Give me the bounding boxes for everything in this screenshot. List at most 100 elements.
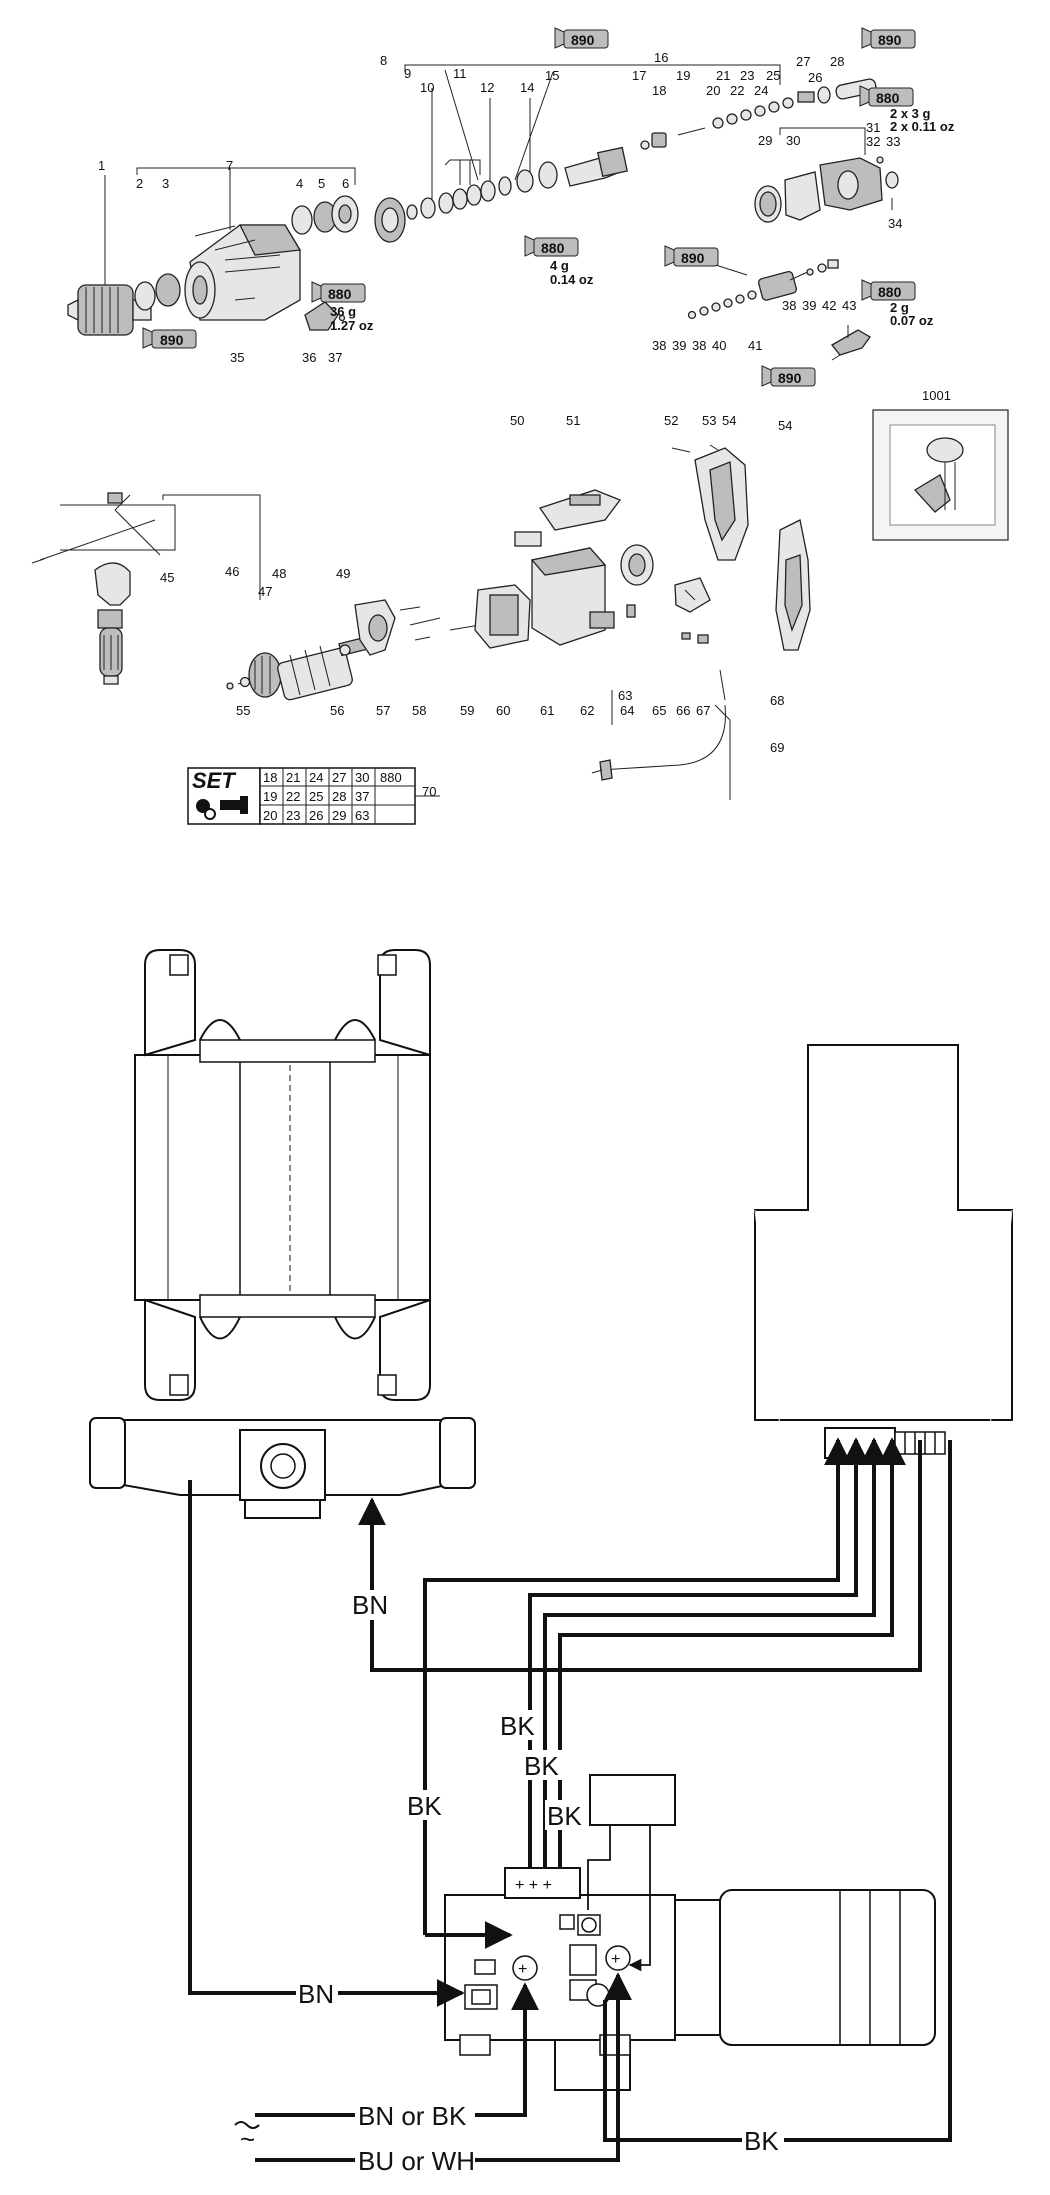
set-cell: 24 bbox=[309, 770, 323, 785]
part-label: 35 bbox=[230, 350, 244, 365]
set-cell: 28 bbox=[332, 789, 346, 804]
part-label: 38 bbox=[652, 338, 666, 353]
svg-text:890: 890 bbox=[878, 32, 902, 48]
part-label: 12 bbox=[480, 80, 494, 95]
capacitor-box bbox=[589, 1774, 676, 1826]
part-label: 58 bbox=[412, 703, 426, 718]
service-box-1001 bbox=[872, 409, 1009, 541]
part-label: 31 bbox=[866, 120, 880, 135]
part-label: 24 bbox=[754, 83, 768, 98]
grease-tube: 880 2 x 3 g 2 x 0.11 oz bbox=[859, 85, 955, 134]
part-label: 70 bbox=[422, 784, 436, 799]
part-label: 56 bbox=[330, 703, 344, 718]
part-label: 39 bbox=[672, 338, 686, 353]
part-label: 8 bbox=[380, 53, 387, 68]
grease-tubes: 890 880 36 g 1.27 oz 890 880 4 g bbox=[142, 27, 955, 387]
ring-25 bbox=[782, 97, 794, 109]
ring-49 bbox=[339, 644, 351, 656]
part-label: 52 bbox=[664, 413, 678, 428]
wire-label: BN or BK bbox=[358, 2101, 467, 2131]
set-cell: 880 bbox=[380, 770, 402, 785]
wire-label: BK bbox=[547, 1801, 582, 1831]
ring-55 bbox=[239, 676, 251, 688]
wire-label: BN bbox=[352, 1590, 388, 1620]
ring-10 bbox=[420, 197, 436, 219]
grease-tube: 890 bbox=[761, 365, 816, 387]
set-cell: 37 bbox=[355, 789, 369, 804]
part-label: 57 bbox=[376, 703, 390, 718]
part-label: 39 bbox=[802, 298, 816, 313]
screw bbox=[194, 225, 236, 237]
part-label: 29 bbox=[758, 133, 772, 148]
part-46 bbox=[226, 682, 234, 690]
handle-left-54 bbox=[694, 447, 749, 561]
part-label: 65 bbox=[652, 703, 666, 718]
svg-text:4 g: 4 g bbox=[550, 258, 569, 273]
part-label: 15 bbox=[545, 68, 559, 83]
ac-symbol: ~ bbox=[240, 2124, 255, 2154]
svg-text:890: 890 bbox=[778, 370, 802, 386]
part-label: 38 bbox=[692, 338, 706, 353]
part-label: 68 bbox=[770, 693, 784, 708]
part-label: 45 bbox=[160, 570, 174, 585]
set-cell: 21 bbox=[286, 770, 300, 785]
wire-label: BU or WH bbox=[358, 2146, 475, 2176]
svg-text:2 x 3 g: 2 x 3 g bbox=[890, 106, 931, 121]
part-label: 53 bbox=[702, 413, 716, 428]
stator bbox=[474, 584, 531, 649]
pin-19 bbox=[677, 127, 706, 136]
set-cell: 20 bbox=[263, 808, 277, 823]
washer-4 bbox=[291, 205, 313, 235]
part-label: 37 bbox=[328, 350, 342, 365]
part-label: 50 bbox=[510, 413, 524, 428]
set-cell: 63 bbox=[355, 808, 369, 823]
set-title: SET bbox=[192, 768, 236, 793]
part-67 bbox=[697, 634, 709, 644]
part-label: 23 bbox=[740, 68, 754, 83]
part-label: 64 bbox=[620, 703, 634, 718]
svg-text:36 g: 36 g bbox=[330, 304, 356, 319]
part-label: 55 bbox=[236, 703, 250, 718]
ring-22 bbox=[740, 109, 752, 121]
part-label: 25 bbox=[766, 68, 780, 83]
svg-text:0.14 oz: 0.14 oz bbox=[550, 272, 594, 287]
part-38 bbox=[687, 310, 697, 320]
switch-65 bbox=[674, 577, 711, 613]
set-cell: 22 bbox=[286, 789, 300, 804]
brush-holder bbox=[620, 544, 654, 586]
part-label: 7 bbox=[226, 158, 233, 173]
part-32 bbox=[876, 156, 884, 164]
wiring-diagram: + + + + + bbox=[89, 949, 1013, 2176]
grease-tube: 890 bbox=[861, 27, 916, 49]
part-label: 6 bbox=[342, 176, 349, 191]
svg-text:890: 890 bbox=[160, 332, 184, 348]
part-label: 42 bbox=[822, 298, 836, 313]
part-label: 61 bbox=[540, 703, 554, 718]
screw-58 bbox=[399, 606, 421, 611]
wire-label: BK bbox=[500, 1711, 535, 1741]
svg-text:890: 890 bbox=[681, 250, 705, 266]
svg-text:2 x 0.11 oz: 2 x 0.11 oz bbox=[890, 119, 955, 134]
svg-text:880: 880 bbox=[878, 284, 902, 300]
svg-text:880: 880 bbox=[328, 286, 352, 302]
part-label: 40 bbox=[712, 338, 726, 353]
screw-35 bbox=[234, 297, 256, 301]
ring-2 bbox=[134, 281, 156, 311]
grease-tube: 890 bbox=[142, 327, 197, 349]
part-label: 17 bbox=[632, 68, 646, 83]
ring-21 bbox=[726, 113, 738, 125]
part-label: 1001 bbox=[922, 388, 951, 403]
ring-15 bbox=[538, 161, 558, 189]
part-label: 47 bbox=[258, 584, 272, 599]
ring-9 bbox=[406, 204, 418, 220]
part-39 bbox=[699, 306, 709, 316]
armature bbox=[237, 635, 372, 701]
wire-labels: BN BK BK BK BK BN BN or BK BU or WH BK ~ bbox=[240, 1590, 784, 2176]
set-cell: 23 bbox=[286, 808, 300, 823]
fan-baffle bbox=[354, 599, 396, 656]
gear-housing bbox=[184, 224, 302, 321]
leader-lines bbox=[60, 64, 866, 800]
part-label: 60 bbox=[496, 703, 510, 718]
